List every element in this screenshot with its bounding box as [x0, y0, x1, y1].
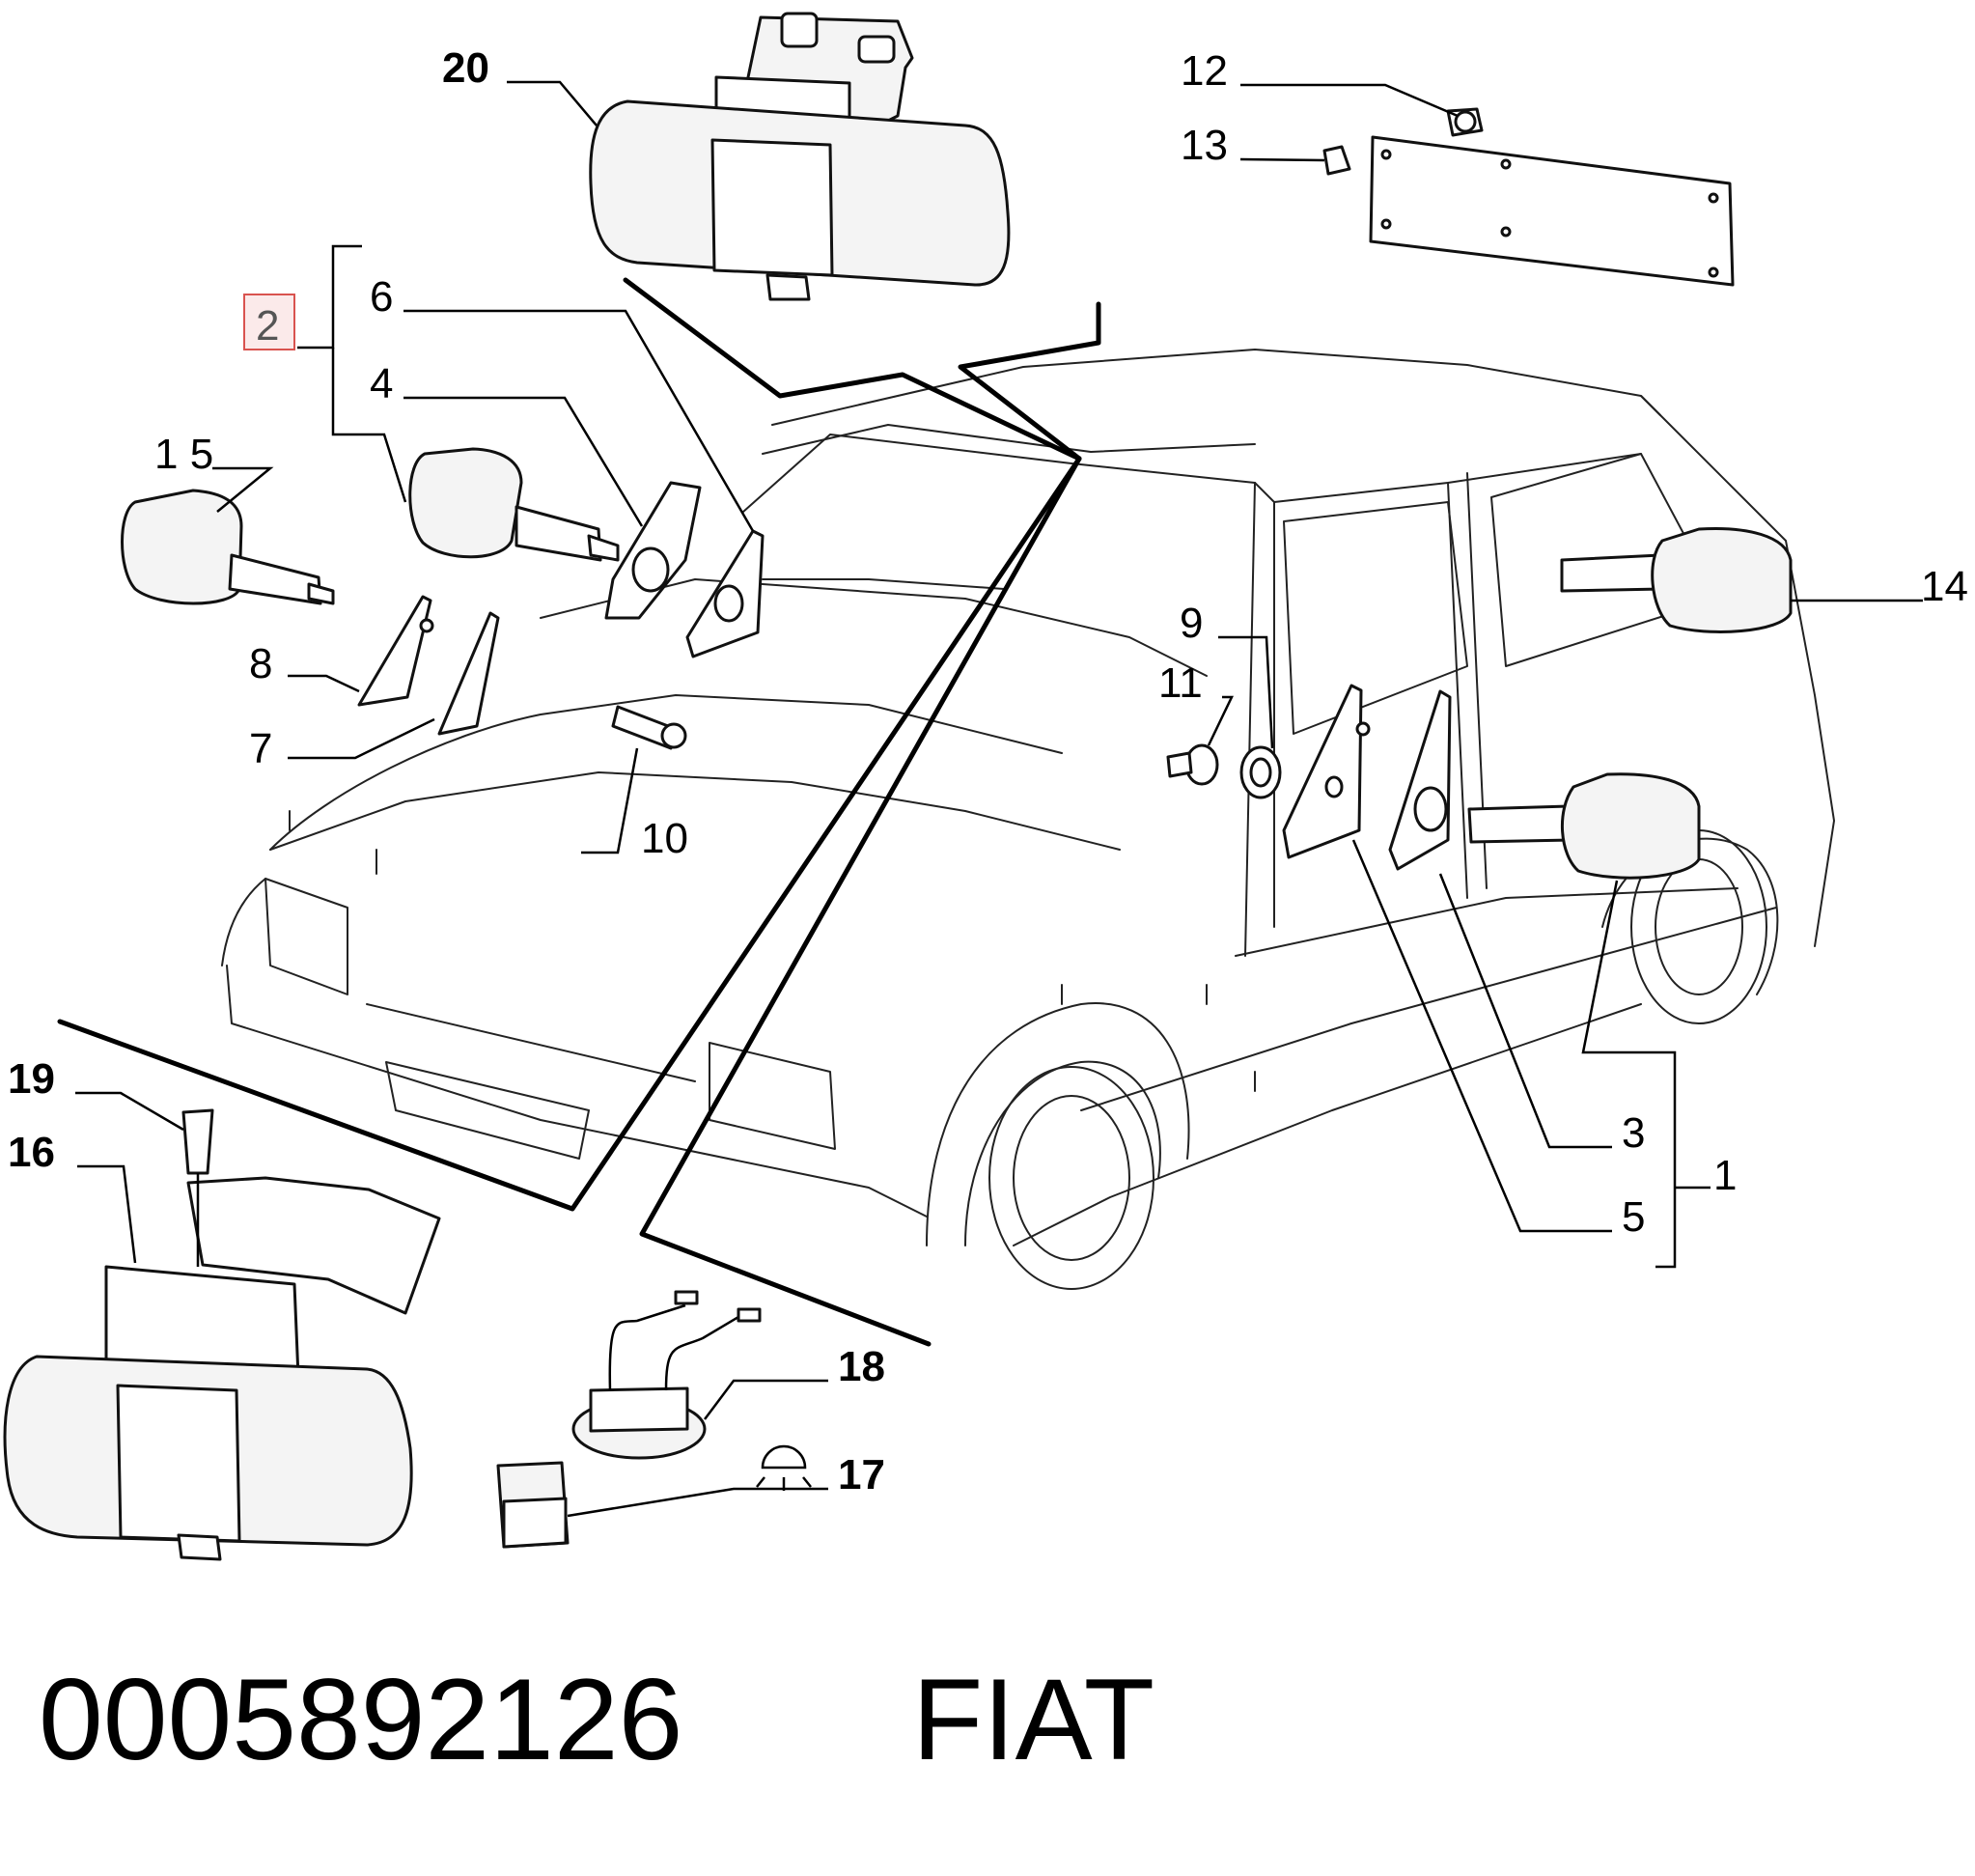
callout-6[interactable]: 6 — [370, 273, 393, 321]
callout-16[interactable]: 16 — [8, 1129, 55, 1176]
callout-14[interactable]: 14 — [1921, 563, 1968, 610]
exterior-mirror-part-1 — [1467, 772, 1701, 880]
gaskets-part-3-5 — [1282, 684, 1452, 871]
exterior-mirror-part-14 — [1560, 527, 1793, 633]
explosion-lines — [57, 277, 1101, 1347]
callout-19[interactable]: 19 — [8, 1055, 55, 1103]
part-number: 0005892126 — [39, 1655, 682, 1784]
car-outline — [221, 349, 1835, 1290]
interior-mirror-part-16 — [3, 1176, 441, 1561]
brand-name: FIAT — [912, 1655, 1154, 1784]
callout-17[interactable]: 17 — [838, 1451, 885, 1498]
callout-13[interactable]: 13 — [1181, 122, 1228, 169]
callout-labels: 20 12 13 2 6 4 1 5 8 7 10 9 11 14 19 16 … — [8, 44, 1968, 1498]
trim-covers-part-7-8 — [357, 595, 500, 736]
callout-15[interactable]: 1 5 — [154, 431, 213, 478]
leader-lines — [75, 80, 1923, 1518]
callout-12[interactable]: 12 — [1181, 47, 1228, 95]
callout-3[interactable]: 3 — [1622, 1109, 1645, 1157]
lamp-holder-part-18 — [571, 1290, 762, 1460]
screw-part-19 — [181, 1108, 214, 1267]
interior-mirror-part-20 — [589, 12, 1011, 301]
base-plate-part-12-13 — [1322, 107, 1735, 287]
callout-5[interactable]: 5 — [1622, 1193, 1645, 1241]
switch-part-17 — [496, 1444, 812, 1549]
mirror-gasket-part-6 — [604, 481, 765, 658]
screw-part-10 — [611, 705, 687, 750]
callout-20[interactable]: 20 — [442, 44, 489, 92]
mirror-housing-part-4 — [408, 447, 620, 562]
callout-1[interactable]: 1 — [1713, 1152, 1737, 1199]
callout-9[interactable]: 9 — [1180, 600, 1203, 647]
exterior-mirror-part-15 — [121, 489, 335, 605]
footer: 0005892126 FIAT — [39, 1655, 1154, 1784]
callout-8[interactable]: 8 — [249, 640, 272, 687]
washer-nut-part-9-11 — [1166, 743, 1282, 799]
callout-2[interactable]: 2 — [256, 302, 279, 350]
callout-18[interactable]: 18 — [838, 1343, 885, 1390]
callout-7[interactable]: 7 — [249, 725, 272, 772]
callout-11[interactable]: 11 — [1158, 659, 1203, 707]
callout-10[interactable]: 10 — [641, 815, 688, 862]
callout-4[interactable]: 4 — [370, 360, 393, 407]
callout-2-highlight — [243, 294, 295, 350]
